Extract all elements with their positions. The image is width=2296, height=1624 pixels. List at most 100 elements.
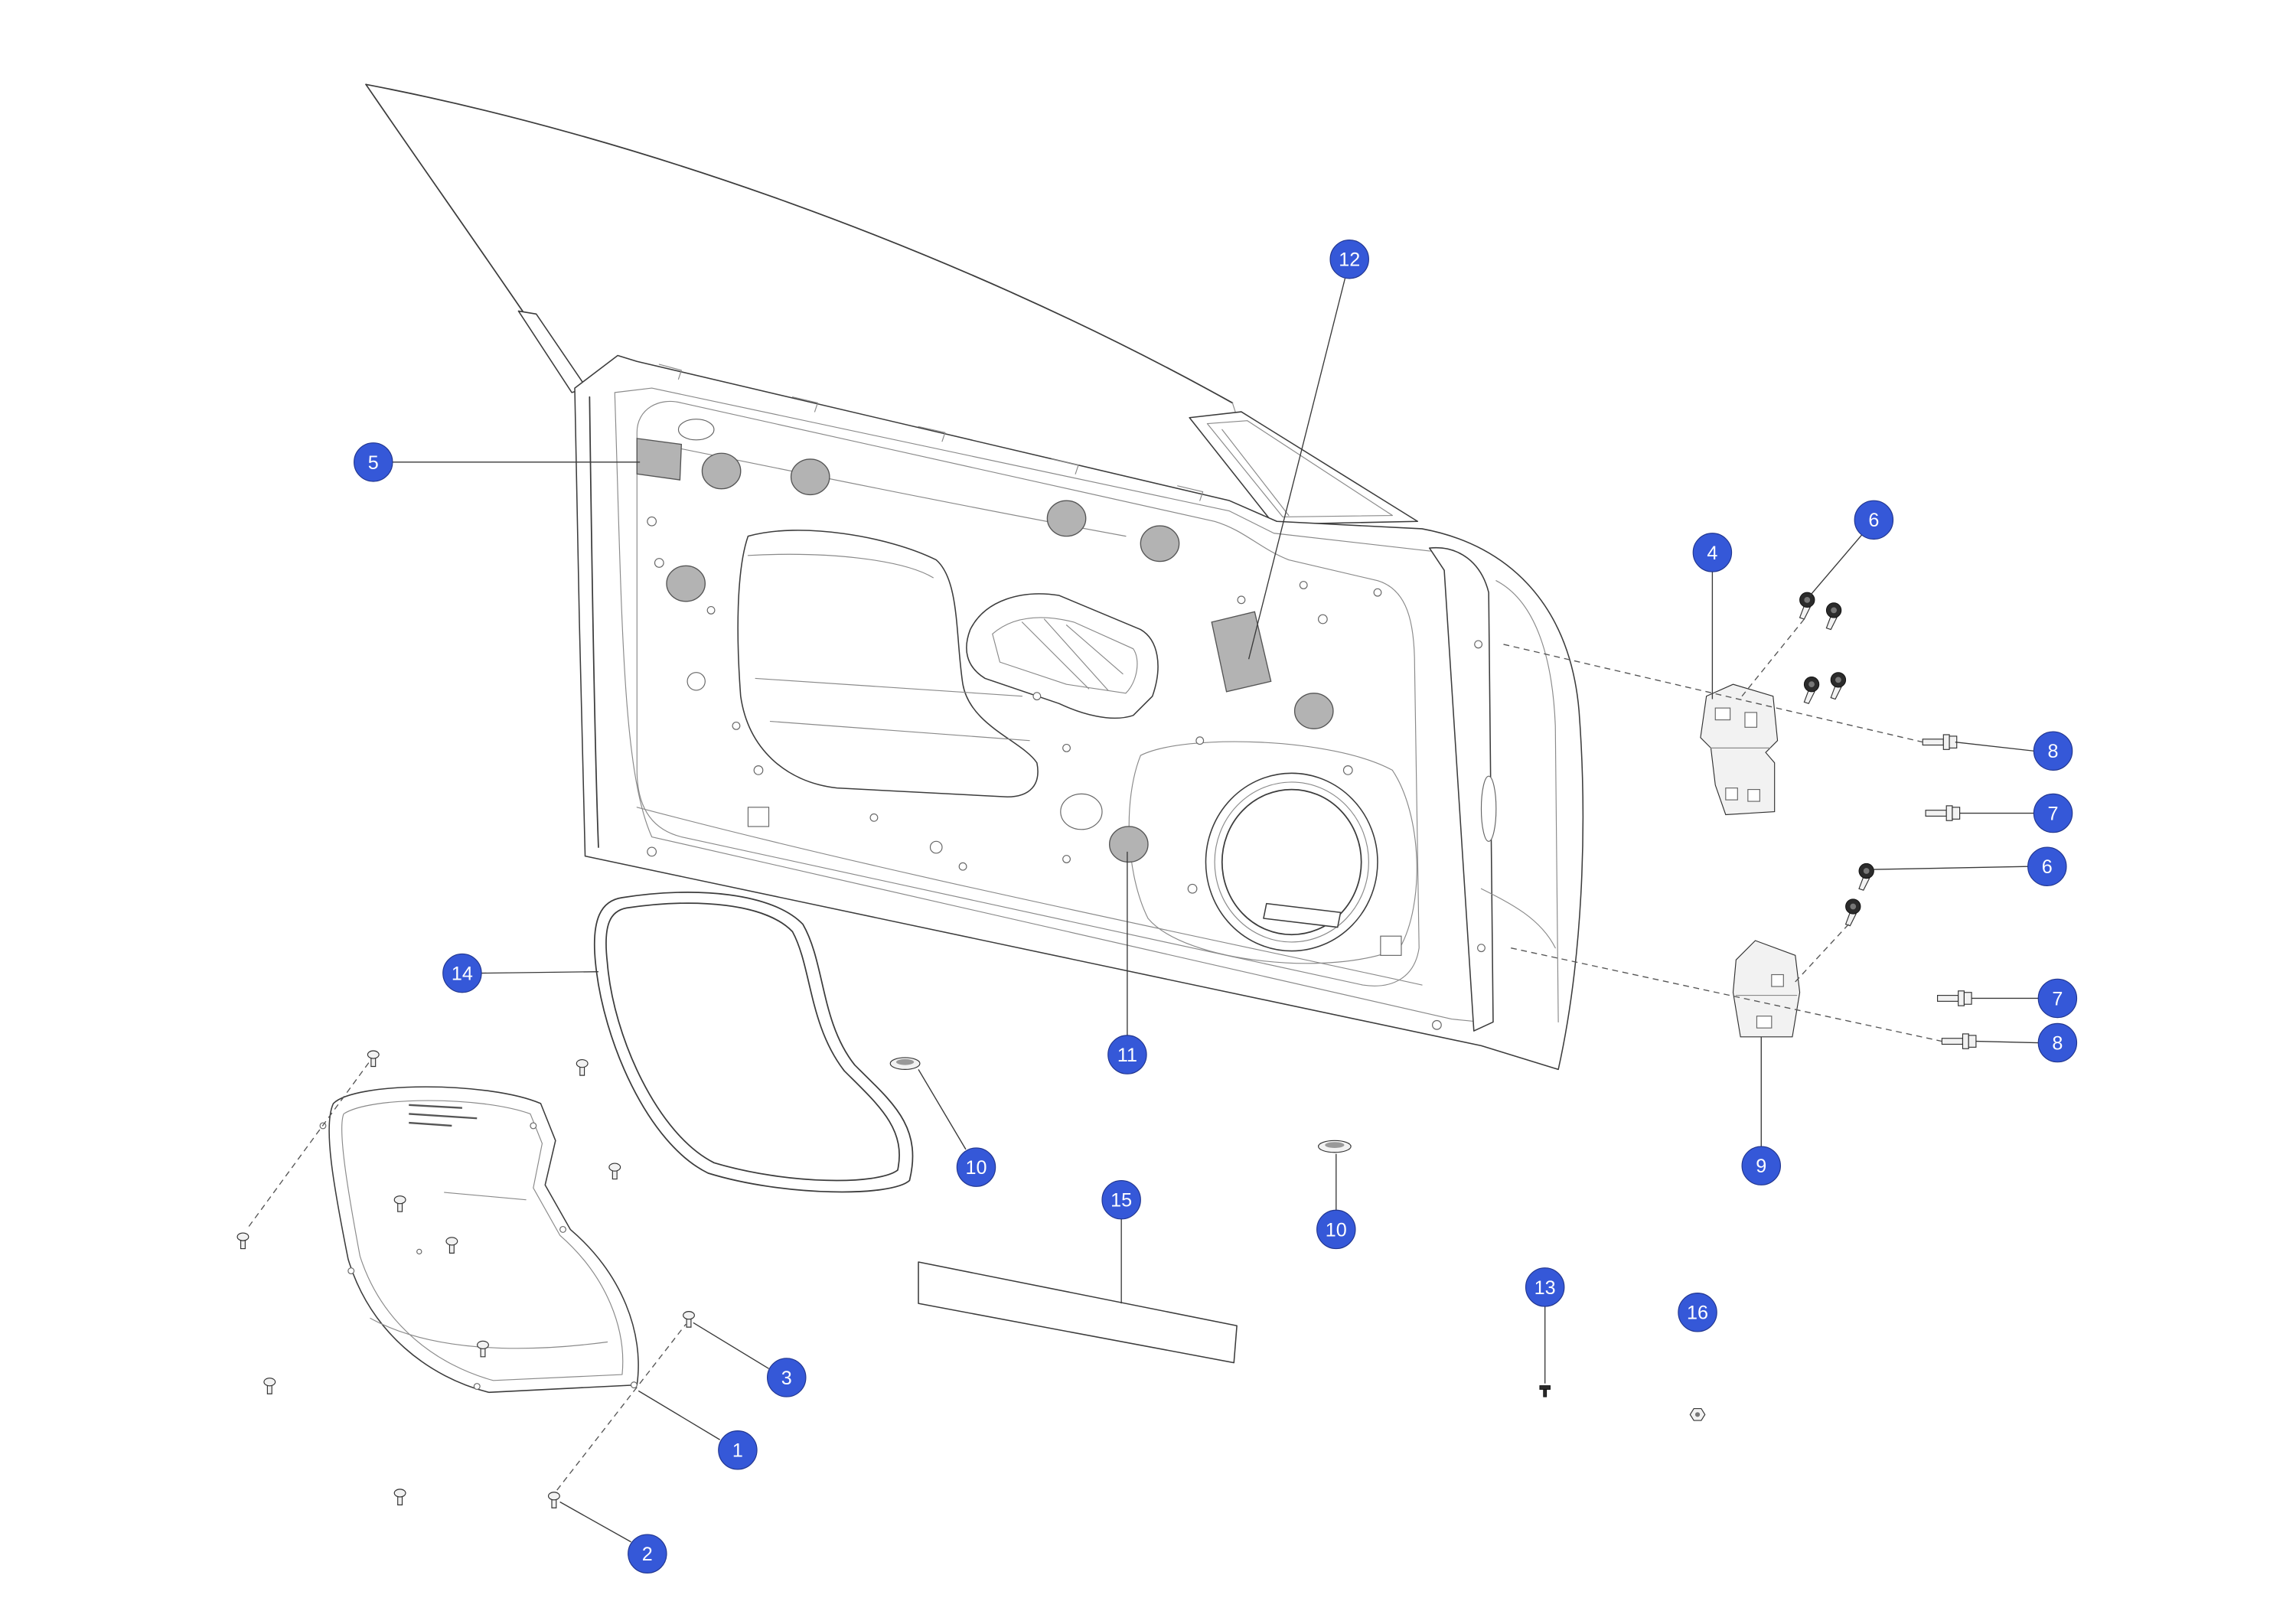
- hole-plug: [1140, 525, 1180, 563]
- plate-screw: [393, 1195, 406, 1212]
- callout-label: 2: [642, 1544, 653, 1565]
- mounting-hole: [869, 813, 879, 822]
- assembly-line-bolt-6-lower: [1792, 924, 1849, 986]
- mounting-hole: [1317, 614, 1328, 624]
- callout-8-upper: 8: [2033, 731, 2073, 771]
- leader-line-1: [638, 1390, 721, 1440]
- mounting-hole: [706, 605, 716, 615]
- callout-label: 5: [368, 452, 379, 474]
- leader-line-8-upper: [1955, 741, 2034, 752]
- plate-screw: [547, 1492, 560, 1508]
- square-hole: [747, 807, 770, 827]
- hinge-bolts-6-upper: [1799, 592, 1847, 705]
- leader-line-10-left: [918, 1069, 967, 1150]
- callout-8-lower: 8: [2037, 1022, 2078, 1063]
- square-hole: [1380, 935, 1402, 956]
- plate-screw: [683, 1311, 695, 1328]
- leader-line-8-lower: [1975, 1040, 2039, 1044]
- mounting-hole: [929, 840, 943, 854]
- mounting-hole: [687, 672, 706, 691]
- pin-13: [1539, 1385, 1551, 1397]
- mounting-hole: [1477, 944, 1486, 953]
- panel-hole: [1060, 793, 1103, 830]
- bolt-7-lower: [1937, 990, 1972, 1006]
- mounting-hole: [753, 765, 764, 775]
- plate-screw: [477, 1340, 489, 1358]
- mounting-hole: [1474, 640, 1483, 649]
- callout-4: 4: [1692, 533, 1733, 572]
- callout-label: 1: [732, 1440, 743, 1462]
- hinge-bolt: [1799, 592, 1815, 620]
- callout-6-lower: 6: [2027, 846, 2067, 886]
- hinge-bolts-6-lower: [1844, 863, 1874, 927]
- hole-plug: [790, 458, 830, 496]
- callout-10-right: 10: [1316, 1209, 1356, 1250]
- bolt-7-upper: [1925, 805, 1961, 821]
- mirror-sail: [1189, 411, 1419, 525]
- assembly-line-plate-right: [556, 1323, 687, 1491]
- mounting-hole: [958, 862, 967, 871]
- plate-screw: [263, 1378, 276, 1394]
- leader-line-6-upper: [1809, 534, 1863, 596]
- callout-label: 3: [781, 1368, 792, 1389]
- access-opening: [737, 530, 1039, 798]
- callout-10-left: 10: [956, 1147, 996, 1187]
- callout-3: 3: [767, 1358, 807, 1397]
- hole-plug: [1046, 500, 1087, 537]
- callout-6-upper: 6: [1854, 500, 1894, 540]
- callout-label: 13: [1534, 1277, 1556, 1299]
- mounting-hole: [1195, 736, 1205, 745]
- callout-label: 16: [1687, 1303, 1708, 1324]
- mounting-hole: [1032, 692, 1042, 701]
- callout-label: 8: [2052, 1032, 2063, 1054]
- mounting-hole: [1187, 883, 1198, 894]
- assembly-line-lower-hinge: [1511, 947, 1942, 1042]
- hole-plug: [666, 565, 706, 602]
- mounting-hole: [1237, 595, 1246, 605]
- hole-plug: [1109, 826, 1149, 863]
- assembly-line-plate-left: [248, 1060, 371, 1227]
- hinge-bolt: [1844, 898, 1861, 927]
- armrest-mount: [966, 593, 1159, 719]
- callout-1: 1: [718, 1430, 758, 1470]
- plate-screw: [576, 1059, 589, 1076]
- hole-plug: [701, 452, 742, 490]
- plate-screw: [445, 1237, 458, 1254]
- callout-label: 7: [2052, 988, 2063, 1009]
- hinge-bolt: [1858, 863, 1874, 891]
- leader-line-2: [559, 1501, 631, 1543]
- access-cover-plate: [319, 1086, 639, 1394]
- callout-label: 10: [1326, 1219, 1347, 1241]
- hole-plug: [1293, 693, 1334, 729]
- hole-plugs: [666, 452, 1334, 863]
- hinge-bolt: [1825, 602, 1842, 631]
- callout-13: 13: [1525, 1267, 1565, 1307]
- assembly-line-bolt-6-upper: [1741, 618, 1805, 697]
- callout-label: 6: [1868, 510, 1879, 531]
- callout-label: 15: [1110, 1190, 1132, 1211]
- mounting-hole: [677, 419, 715, 441]
- plate-screw: [608, 1163, 621, 1180]
- callout-label: 11: [1117, 1045, 1137, 1066]
- mounting-hole: [654, 558, 664, 568]
- leader-line-14: [481, 970, 598, 974]
- callout-11: 11: [1107, 1035, 1147, 1075]
- plate-label-marking: [409, 1104, 478, 1127]
- mounting-hole: [1373, 588, 1382, 597]
- plate-screws: [236, 1050, 695, 1508]
- bolt-8-lower: [1941, 1033, 1977, 1049]
- callout-15: 15: [1101, 1179, 1141, 1220]
- callout-2: 2: [628, 1534, 667, 1574]
- callout-5: 5: [354, 442, 393, 482]
- callout-9: 9: [1741, 1146, 1782, 1185]
- grommet-10-left: [889, 1057, 921, 1070]
- leader-line-3: [693, 1322, 769, 1369]
- callout-label: 9: [1756, 1156, 1766, 1177]
- trim-strip-15: [918, 1261, 1238, 1364]
- mounting-hole: [1062, 743, 1071, 752]
- leader-line-6-lower: [1874, 866, 2028, 870]
- callout-label: 12: [1339, 249, 1360, 271]
- callout-7-lower: 7: [2037, 978, 2078, 1019]
- callout-label: 4: [1707, 543, 1717, 564]
